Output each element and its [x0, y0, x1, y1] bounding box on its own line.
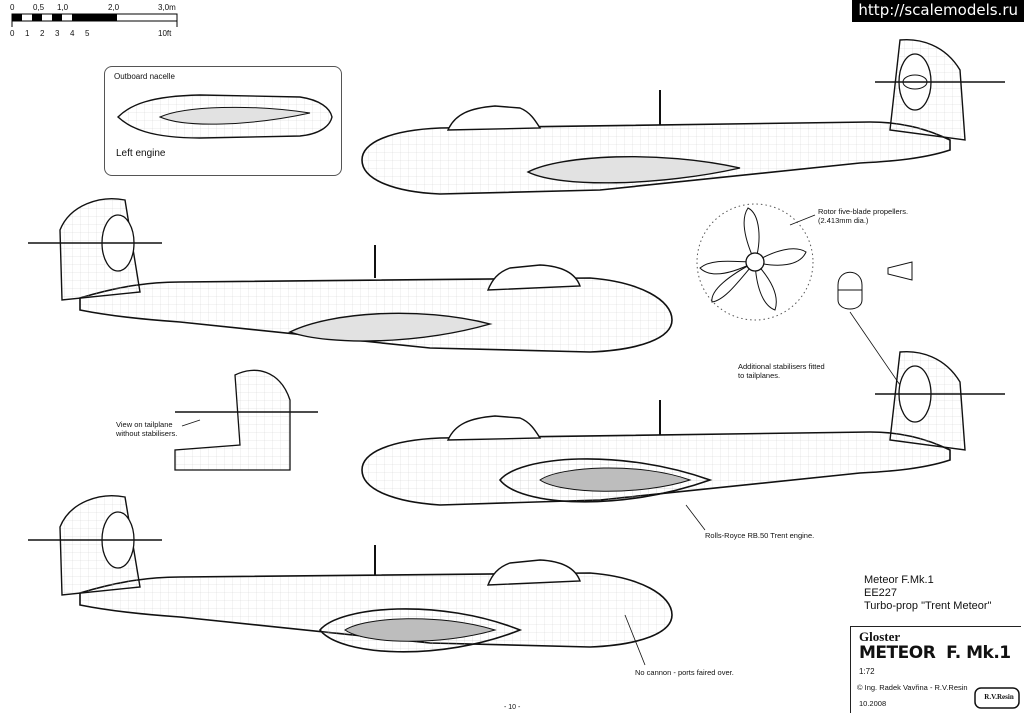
scale-label: 5	[85, 29, 90, 38]
aircraft-info-variant: Turbo-prop "Trent Meteor"	[864, 600, 992, 612]
scale-label: 2,0	[108, 3, 120, 12]
scale-label: 4	[70, 29, 75, 38]
inset-title: Outboard nacelle	[114, 72, 175, 81]
scale-label: 1	[25, 29, 30, 38]
callout-stabilisers: Additional stabilisers fitted to tailpla…	[738, 362, 825, 380]
tailplane-detail	[174, 369, 318, 471]
copyright-icon: ©	[857, 683, 863, 692]
scale-label: 0	[10, 3, 15, 12]
scale-label: 1,0	[57, 3, 69, 12]
scale-label: 3	[55, 29, 60, 38]
aircraft-side-view-top	[361, 38, 1005, 195]
title-scale: 1:72	[859, 667, 875, 676]
title-model: METEOR F. Mk.1	[859, 643, 1011, 663]
title-date: 10.2008	[859, 699, 887, 708]
propeller-diagram	[696, 203, 816, 321]
callout-cannon: No cannon - ports faired over.	[635, 668, 734, 677]
scale-label: 10ft	[158, 29, 172, 38]
callout-rotor: Rotor five-blade propellers. (2.413mm di…	[818, 207, 909, 225]
page-number: - 10 -	[504, 704, 521, 711]
aircraft-info-serial: EE227	[864, 587, 898, 599]
aircraft-side-view-nacelle	[361, 350, 1005, 531]
stabiliser-detail	[837, 261, 913, 386]
nacelle-inset-box	[104, 66, 342, 176]
aircraft-info-type: Meteor F.Mk.1	[864, 574, 934, 586]
callout-engine: Rolls-Royce RB.50 Trent engine.	[705, 531, 815, 540]
watermark: http://scalemodels.ru	[852, 0, 1024, 22]
aircraft-side-view-left	[28, 198, 673, 353]
aircraft-info: Meteor F.Mk.1 EE227 Turbo-prop "Trent Me…	[864, 574, 991, 613]
title-maker: Gloster	[859, 629, 901, 644]
scale-label: 0,5	[33, 3, 45, 12]
inset-caption: Left engine	[116, 148, 166, 159]
title-author: © Ing. Radek Vavřina - R.V.Resin	[857, 683, 968, 692]
aircraft-side-view-bottom	[28, 495, 673, 666]
scale-label: 0	[10, 29, 15, 38]
scale-bar	[11, 13, 178, 27]
callout-tailplane: View on tailplane without stabilisers.	[116, 420, 178, 438]
nacelle-inset-drawing	[116, 94, 333, 139]
logo-text: R.V.Resin	[984, 693, 1014, 701]
title-block: Gloster METEOR F. Mk.1 1:72 © Ing. Radek…	[850, 626, 1021, 713]
rv-resin-logo	[974, 687, 1020, 709]
scale-label: 3,0m	[158, 3, 176, 12]
scale-label: 2	[40, 29, 45, 38]
title-author-text: Ing. Radek Vavřina - R.V.Resin	[864, 683, 968, 692]
